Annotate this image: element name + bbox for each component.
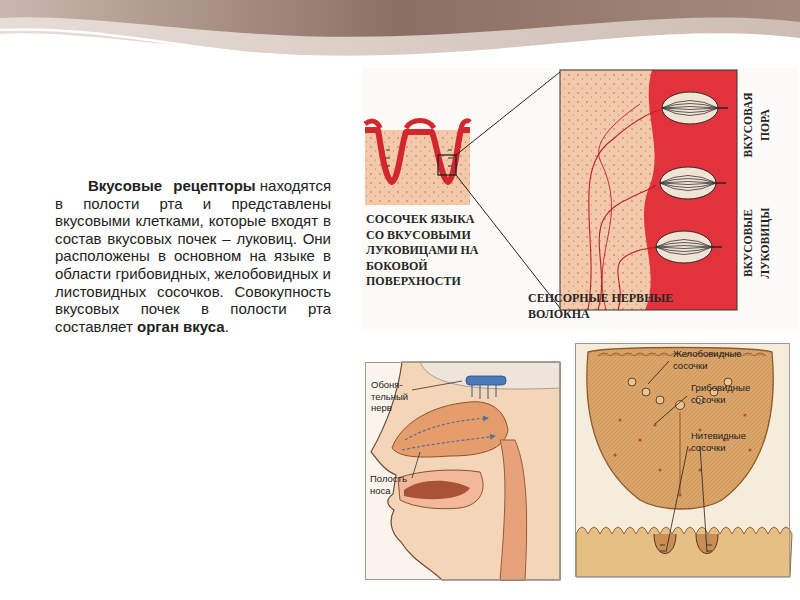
- figure-panel: Обоня- тельный нервПолость носа: [365, 362, 560, 580]
- vertical-label: ВКУСОВЫЕ ЛУКОВИЦЫ: [740, 192, 774, 294]
- figure-label: СОСОЧЕК ЯЗЫКА СО ВКУСОВЫМИ ЛУКОВИЦАМИ НА…: [366, 212, 491, 290]
- figure-label: Полость носа: [370, 473, 416, 496]
- header-waves: [0, 0, 800, 58]
- tongue-figure: [575, 343, 792, 577]
- paragraph-text: .: [225, 318, 229, 335]
- paragraph-bold: орган вкуса: [137, 318, 225, 335]
- figure-label: Грибовидные сосочки: [691, 382, 781, 405]
- figure-label: СЕНСОРНЫЕ НЕРВНЫЕ ВОЛОКНА: [528, 291, 718, 322]
- figure-label: Нитевидные сосочки: [691, 430, 781, 453]
- paragraph-text: находятся в полости рта и представлены в…: [55, 177, 331, 335]
- papilla-figure: [362, 68, 798, 330]
- inset-magnified: [560, 70, 737, 310]
- paragraph-bold: Вкусовые рецепторы: [88, 177, 256, 194]
- vertical-label: ВКУСОВАЯ ПОРА: [740, 80, 774, 170]
- figure-panel: Желобовидные сосочкиГрибовидные сосочкиН…: [575, 343, 790, 577]
- head-section: [365, 362, 560, 580]
- figure-label: Обоня- тельный нерв: [371, 379, 415, 414]
- figure-label: Желобовидные сосочки: [673, 348, 763, 371]
- text-paragraph: Вкусовые рецепторынаходятся в полости рт…: [55, 177, 331, 335]
